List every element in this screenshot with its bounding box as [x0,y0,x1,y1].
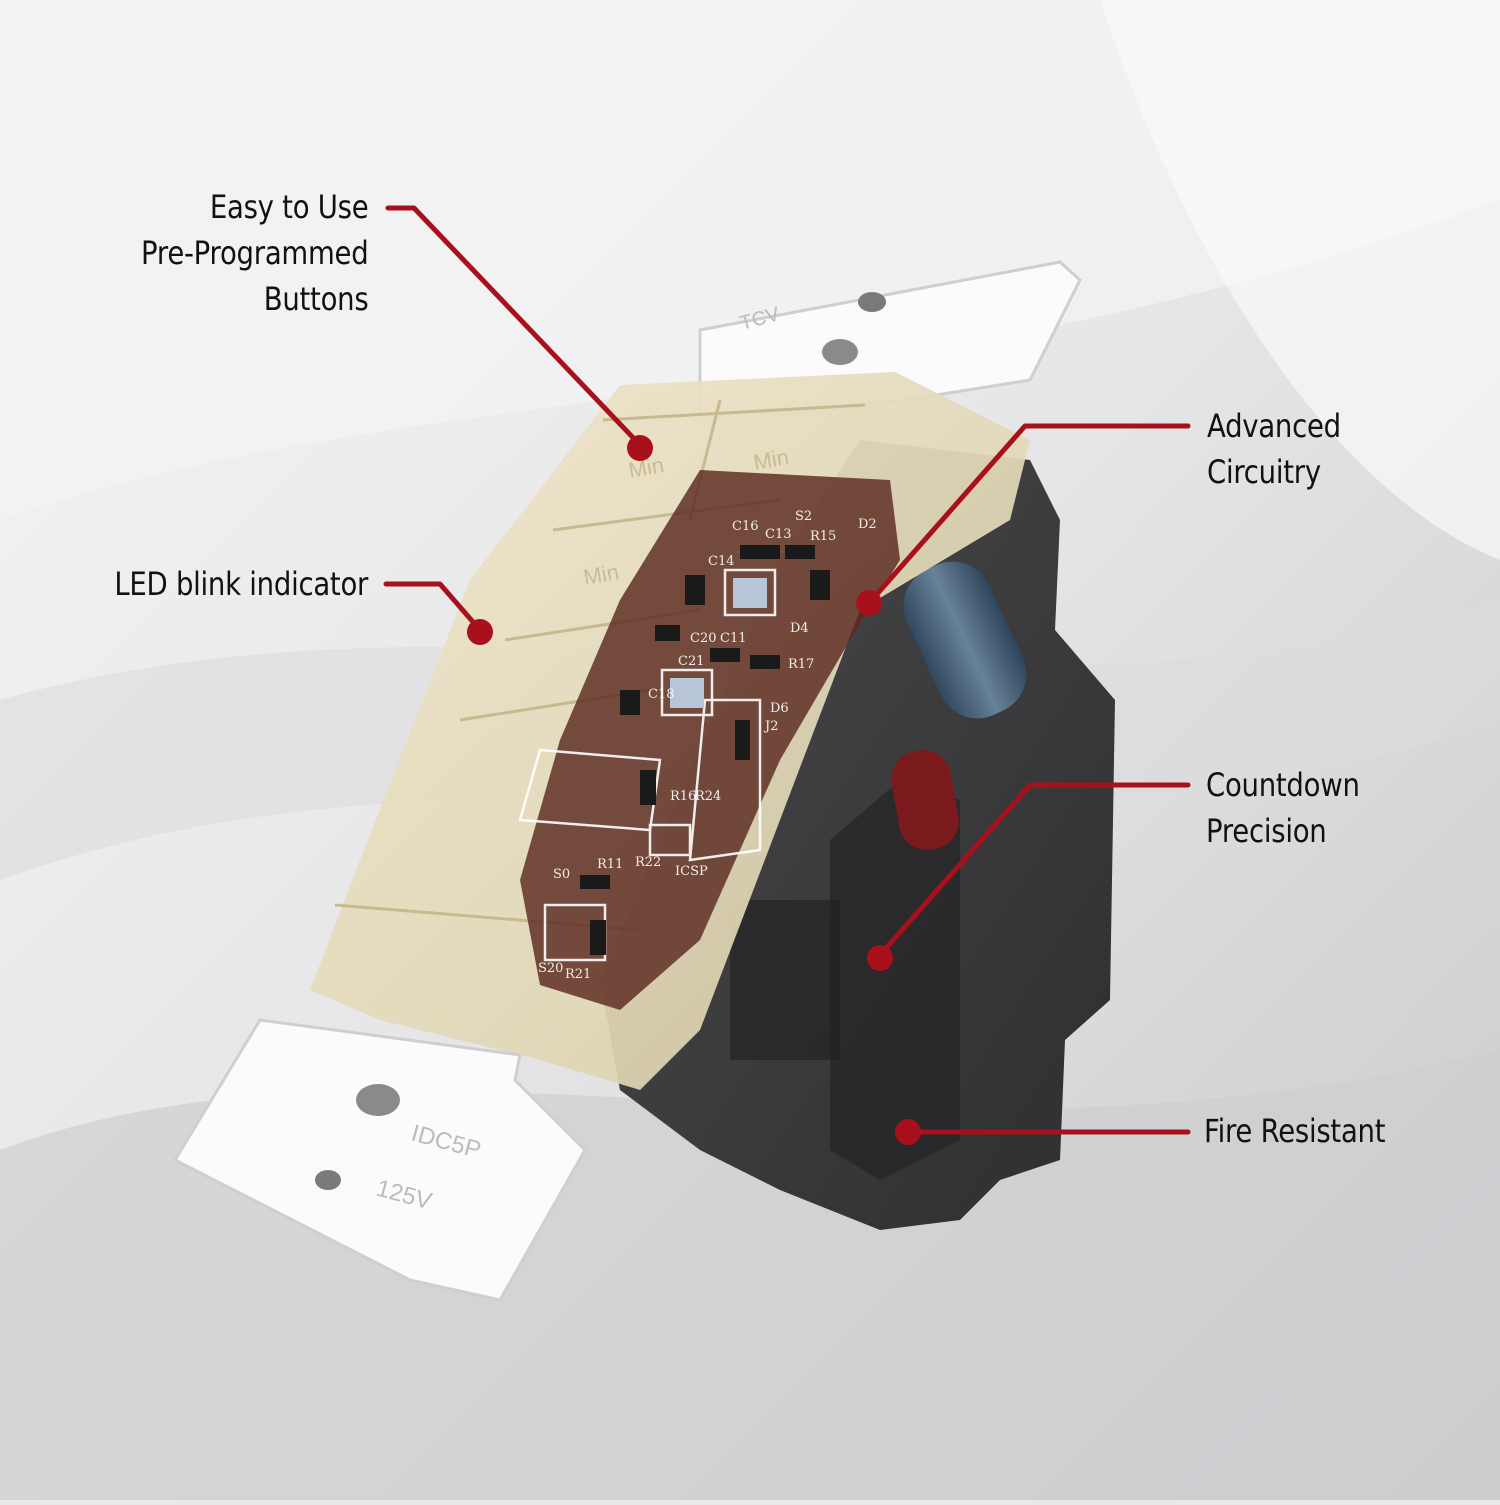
pcb-label: R21 [565,967,591,982]
pcb-label: S2 [795,509,812,524]
button-text: Min [582,559,621,590]
pcb-label: C20 [690,631,717,646]
pcb-label: C13 [765,527,792,542]
callout-countdown: Countdown Precision [1206,762,1360,854]
pcb-label: R15 [810,529,836,544]
callout-led: LED blink indicator [114,561,368,607]
callout-dot-buttons [627,435,653,461]
callout-dot-fire [895,1119,921,1145]
pcb-label: C21 [678,654,705,669]
callout-fire-line-1: Fire Resistant [1204,1112,1386,1150]
callout-circuitry-line-2: Circuitry [1207,453,1321,491]
pcb-label: D2 [858,517,877,532]
callout-fire: Fire Resistant [1204,1108,1386,1154]
callout-countdown-line-1: Countdown [1206,766,1360,804]
callout-line-led [383,581,483,633]
callout-circuitry: Advanced Circuitry [1207,403,1341,495]
pcb-label: D6 [770,701,789,716]
callout-buttons: Easy to Use Pre-Programmed Buttons [140,184,369,322]
callout-buttons-line-2: Pre-Programmed [140,234,369,272]
pcb-label: R11 [597,857,623,872]
background-swoosh [0,0,1500,520]
pcb-label: D4 [790,621,809,636]
pcb-label: C18 [648,687,675,702]
callout-buttons-line-1: Easy to Use [209,188,368,226]
pcb-label: S20 [538,961,563,976]
circuit-board: C16 C13 S2 R15 D2 C14 D4 C20 C11 C21 R17… [518,470,900,1010]
pcb-label: ICSP [675,864,708,879]
callout-line-countdown [877,782,1191,958]
pcb-label: R16 [670,789,696,804]
pcb-label: C16 [732,519,759,534]
background-swoosh [1100,0,1500,560]
callout-line-circuitry [867,423,1191,605]
mounting-strap-bottom: IDC5P 125V [172,1018,587,1302]
red-component [891,749,959,851]
callout-dot-led [467,619,493,645]
button-text: Min [752,444,791,475]
pcb-label: S0 [553,867,570,882]
callout-led-line-1: LED blink indicator [114,565,368,603]
pcb-label: C11 [720,631,747,646]
capacitor-component [903,561,1027,719]
callout-dot-circuitry [856,590,882,616]
pcb-label: C14 [708,554,735,569]
pcb-label: J2 [763,719,778,734]
callout-dot-countdown [867,945,893,971]
callout-circuitry-line-1: Advanced [1207,407,1341,445]
callout-countdown-line-2: Precision [1206,812,1327,850]
pcb-label: R22 [635,855,661,870]
callout-buttons-line-3: Buttons [263,280,368,318]
callout-line-buttons [385,205,643,448]
pcb-label: R24 [695,789,721,804]
pcb-label: R17 [788,657,814,672]
